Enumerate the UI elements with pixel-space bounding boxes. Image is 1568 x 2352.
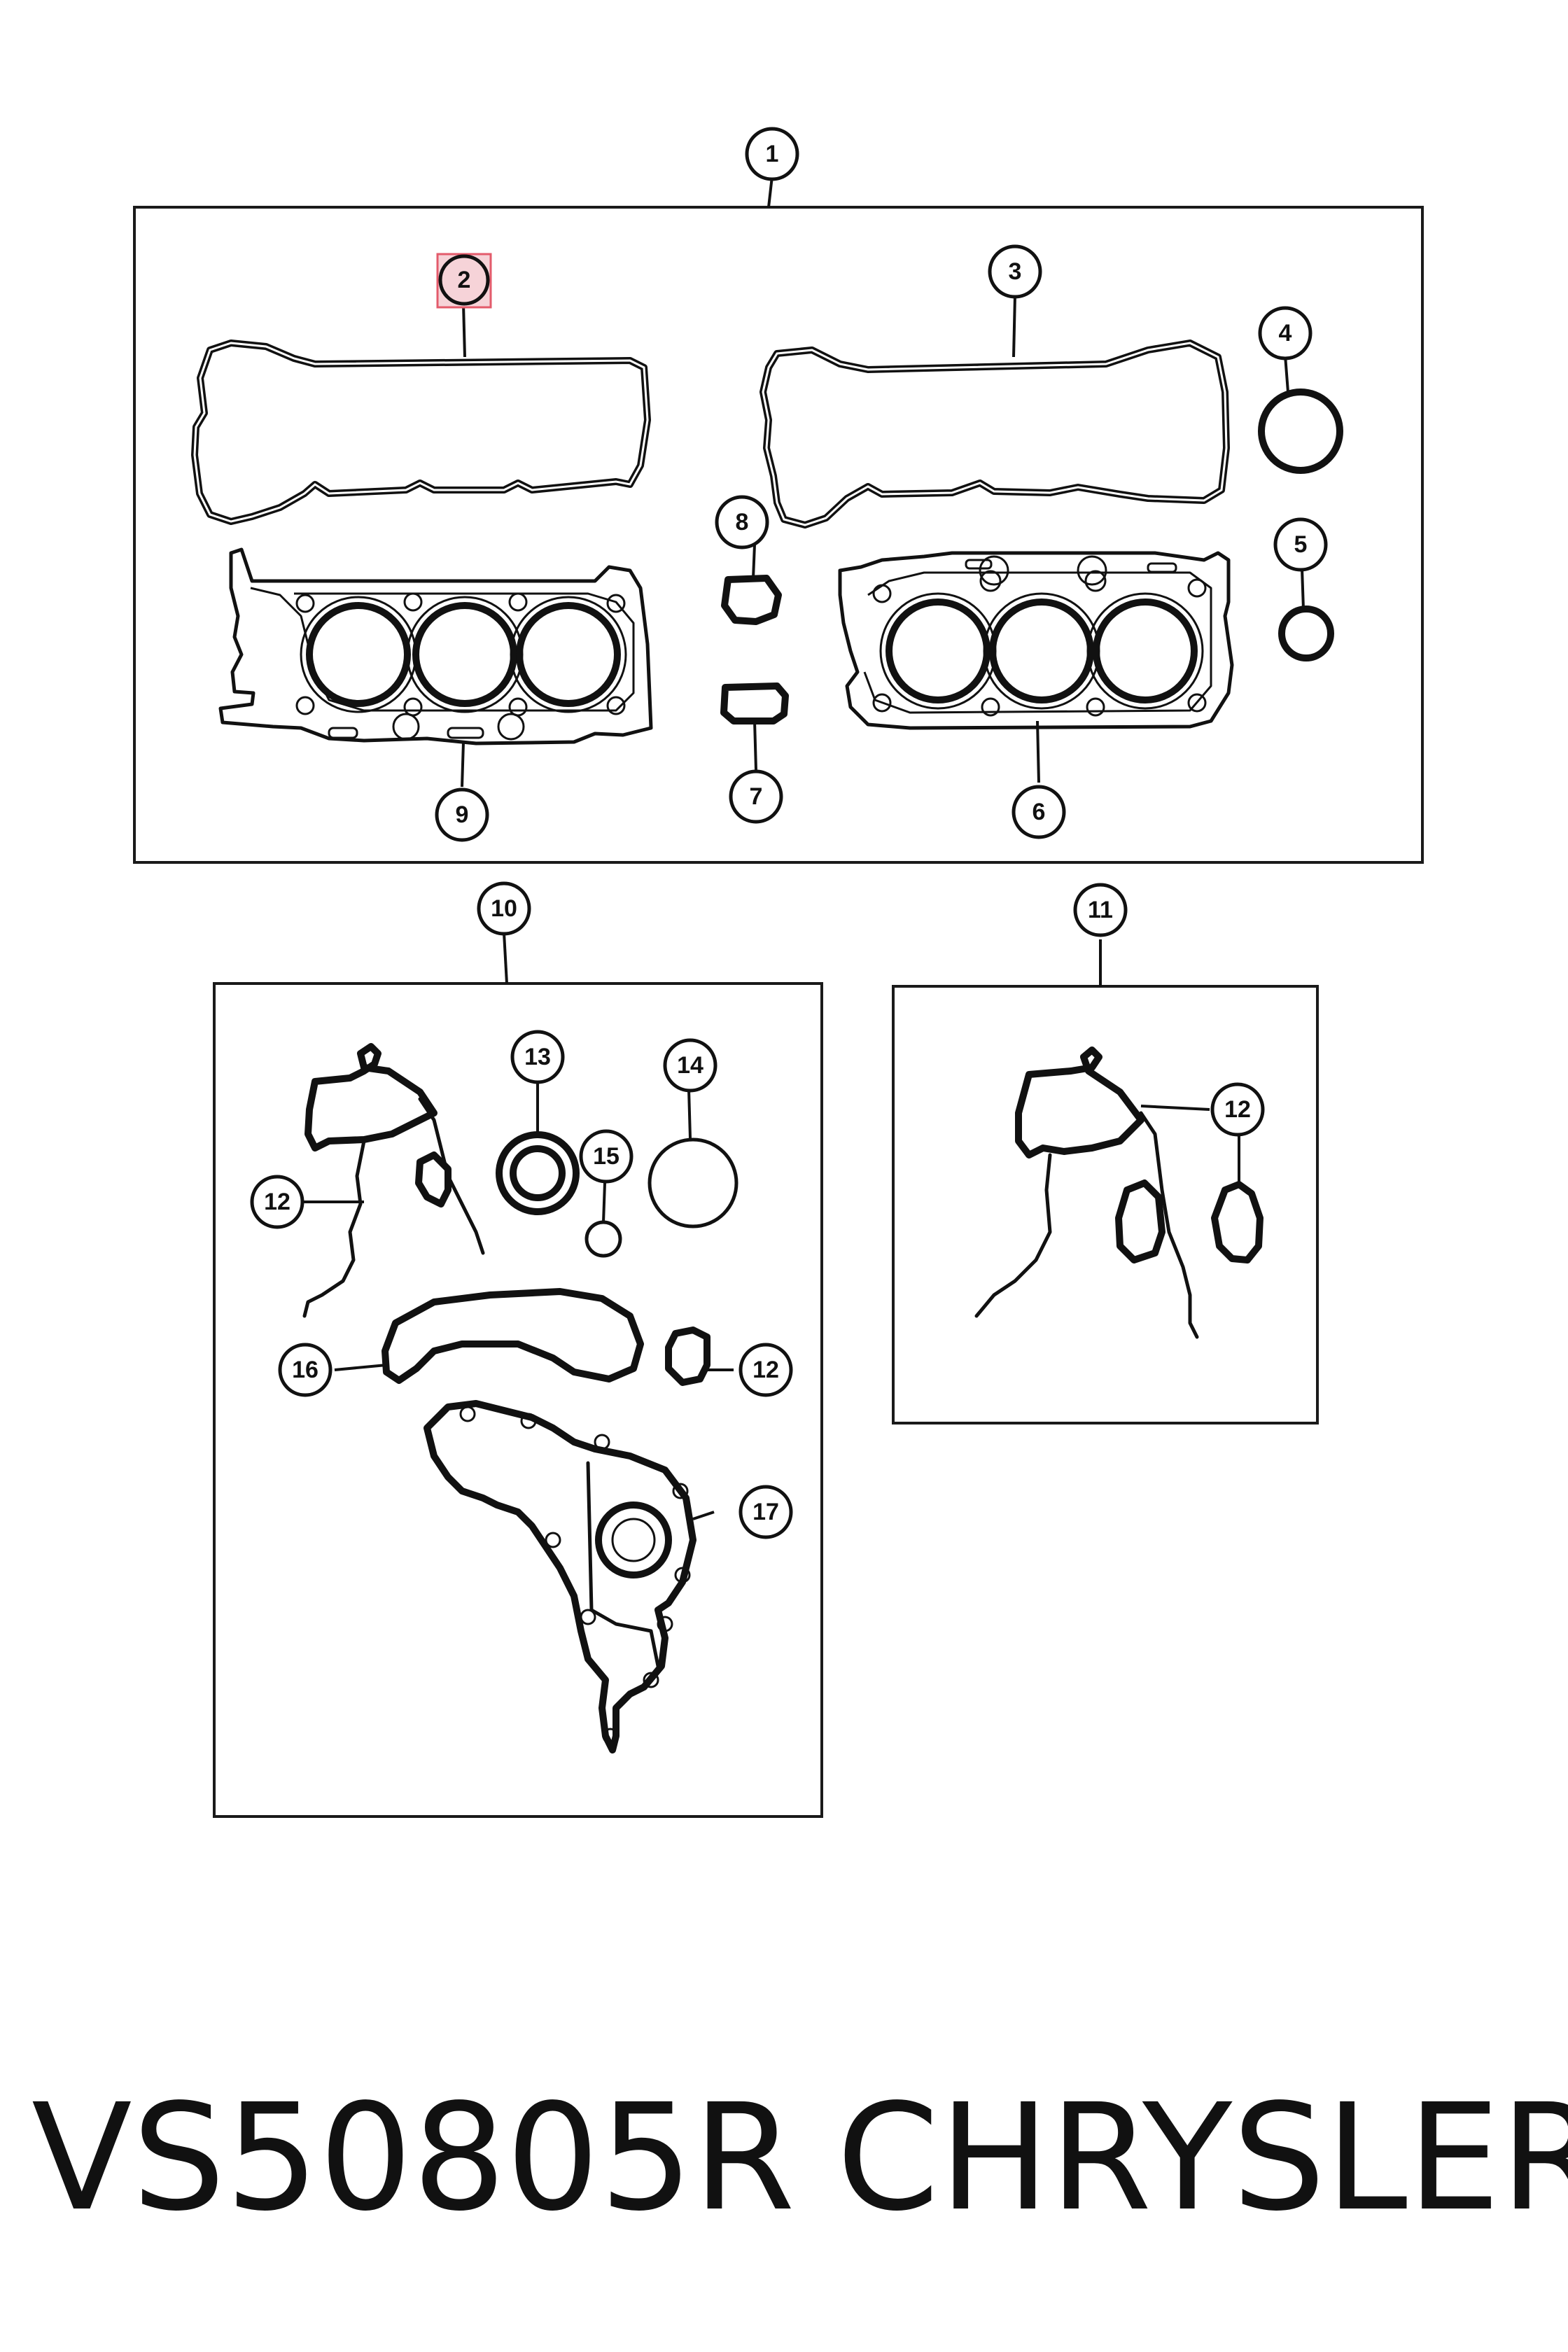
bore-2-left xyxy=(412,602,517,707)
front-cover-kit-frame xyxy=(213,982,823,1818)
svg-text:14: 14 xyxy=(677,1052,704,1079)
valve-cover-gasket-right xyxy=(760,340,1230,528)
water-pump-gasket xyxy=(424,1400,696,1754)
o-ring-large xyxy=(1258,388,1343,474)
callout-3: 3 xyxy=(988,244,1042,299)
svg-text:2: 2 xyxy=(458,267,471,293)
callout-9: 9 xyxy=(435,788,489,842)
svg-text:5: 5 xyxy=(1294,531,1308,558)
callout-16: 16 xyxy=(278,1343,332,1397)
part-number: VS50805R xyxy=(31,2072,795,2244)
svg-text:7: 7 xyxy=(750,783,763,810)
svg-text:1: 1 xyxy=(766,141,779,167)
callout-7: 7 xyxy=(729,769,783,824)
svg-text:4: 4 xyxy=(1279,320,1292,346)
callout-10: 10 xyxy=(477,881,531,936)
upper-kit-frame xyxy=(133,206,1424,864)
svg-text:8: 8 xyxy=(736,509,749,536)
svg-text:15: 15 xyxy=(593,1143,620,1170)
svg-text:17: 17 xyxy=(752,1499,779,1525)
timing-cover-gasket-left xyxy=(302,1043,485,1318)
callout-8: 8 xyxy=(715,495,769,550)
svg-text:9: 9 xyxy=(456,802,469,828)
small-gasket-frame10 xyxy=(665,1326,710,1386)
thermostat-o-ring xyxy=(648,1138,738,1228)
intake-seal-lower xyxy=(720,682,789,724)
water-crossover-gasket xyxy=(382,1288,644,1384)
head-gasket-left xyxy=(218,547,653,746)
small-o-ring xyxy=(584,1220,622,1258)
head-gasket-right xyxy=(838,551,1234,730)
bore-3-right xyxy=(1093,598,1198,704)
callout-6: 6 xyxy=(1011,785,1066,839)
svg-text:3: 3 xyxy=(1009,258,1022,285)
bore-1-right xyxy=(886,598,990,704)
callout-5: 5 xyxy=(1273,517,1328,572)
crank-seal xyxy=(496,1131,580,1215)
rear-cover-kit-frame xyxy=(892,985,1319,1424)
svg-text:16: 16 xyxy=(292,1357,318,1383)
svg-text:11: 11 xyxy=(1088,897,1113,923)
callout-13: 13 xyxy=(510,1030,565,1084)
callout-4: 4 xyxy=(1258,306,1312,360)
bore-2-right xyxy=(989,598,1094,704)
callout-12-frame10-lower: 12 xyxy=(738,1343,793,1397)
valve-cover-gasket-left xyxy=(191,340,651,525)
timing-cover-gasket-right xyxy=(974,1046,1264,1339)
callout-12-frame10-upper: 12 xyxy=(250,1175,304,1229)
callout-1: 1 xyxy=(745,127,799,181)
callout-11: 11 xyxy=(1073,883,1128,937)
callout-14: 14 xyxy=(663,1038,718,1093)
intake-seal-upper xyxy=(721,575,782,625)
brand-name: CHRYSLER xyxy=(836,2072,1568,2244)
callout-15: 15 xyxy=(579,1129,634,1184)
o-ring-small xyxy=(1278,606,1334,662)
svg-text:12: 12 xyxy=(264,1189,290,1215)
svg-text:6: 6 xyxy=(1032,799,1046,825)
callout-12-frame11: 12 xyxy=(1210,1082,1265,1137)
bore-1-left xyxy=(306,602,411,707)
svg-text:13: 13 xyxy=(524,1044,551,1070)
svg-text:12: 12 xyxy=(1224,1096,1251,1123)
bore-3-left xyxy=(516,602,621,707)
svg-text:10: 10 xyxy=(491,895,517,922)
callout-2: 2 xyxy=(436,253,492,309)
callout-17: 17 xyxy=(738,1485,793,1539)
svg-text:12: 12 xyxy=(752,1357,779,1383)
